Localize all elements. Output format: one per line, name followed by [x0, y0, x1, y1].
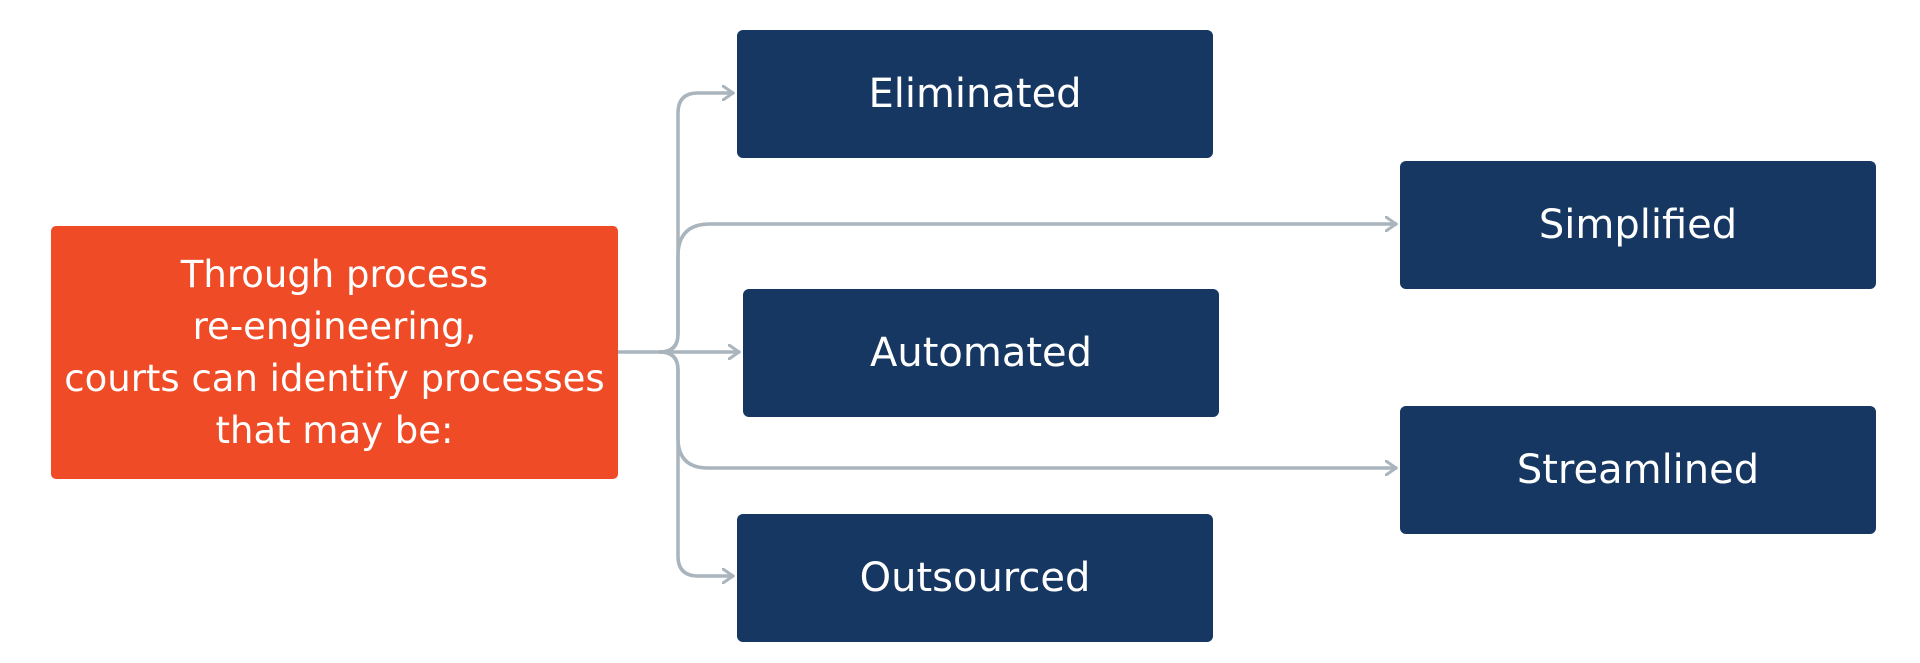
target-label-eliminated: Eliminated: [868, 71, 1082, 117]
target-box-outsourced: Outsourced: [737, 514, 1213, 642]
target-box-eliminated: Eliminated: [737, 30, 1213, 158]
target-label-streamlined: Streamlined: [1516, 447, 1760, 493]
source-line-4: that may be:: [215, 408, 454, 452]
target-box-automated: Automated: [743, 289, 1219, 417]
target-label-outsourced: Outsourced: [859, 555, 1091, 601]
connector-outsourced: [658, 350, 735, 576]
target-label-automated: Automated: [869, 330, 1093, 376]
target-box-simplified: Simplified: [1400, 161, 1876, 289]
source-line-3: courts can identify processes: [64, 356, 605, 400]
source-line-1: Through process: [180, 252, 489, 296]
source-line-2: re-engineering,: [192, 304, 477, 348]
connector-simplified: [658, 224, 1398, 354]
target-label-simplified: Simplified: [1538, 202, 1738, 248]
target-box-streamlined: Streamlined: [1400, 406, 1876, 534]
source-box: Through process re-engineering, courts c…: [51, 226, 618, 479]
